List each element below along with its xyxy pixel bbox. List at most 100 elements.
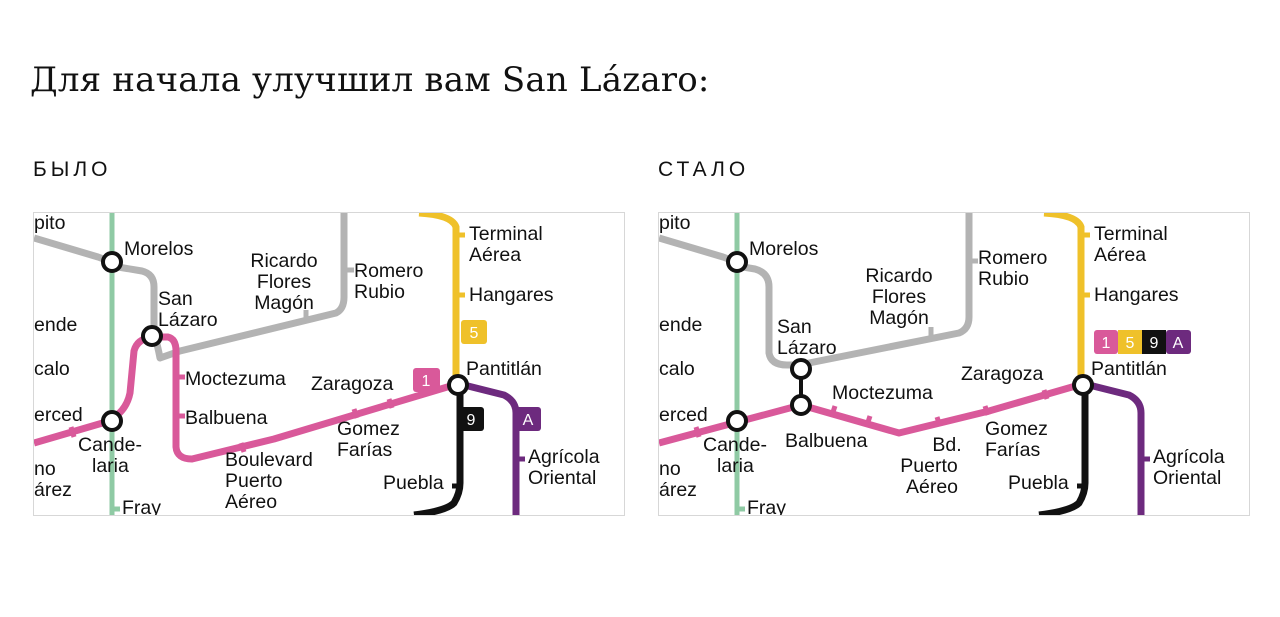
before-caption: БЫЛО xyxy=(33,158,112,181)
line9-track xyxy=(413,385,464,515)
station-terminal-2: Aérea xyxy=(469,244,521,266)
morelos-interchange xyxy=(101,251,123,273)
san-lazaro-b-interchange xyxy=(790,358,812,380)
line1-track xyxy=(34,333,456,463)
station-san-lazaro-2: Lázaro xyxy=(777,337,837,359)
station-ende: ende xyxy=(34,314,77,336)
line1-track xyxy=(659,381,1080,447)
station-balbuena: Balbuena xyxy=(785,430,868,452)
station-terminal-1: Terminal xyxy=(469,223,543,245)
station-puebla: Puebla xyxy=(1008,472,1069,494)
tick-moctezuma xyxy=(829,405,838,416)
station-moctezuma: Moctezuma xyxy=(832,382,933,404)
station-fray: Fray xyxy=(122,497,161,515)
station-bd-3: Aéreo xyxy=(906,476,958,498)
san-lazaro-interchange xyxy=(141,325,163,347)
line1-badge-label: 1 xyxy=(1102,335,1111,352)
station-gomez-1: Gomez xyxy=(337,418,400,440)
station-candelaria-1: Cande- xyxy=(703,434,767,456)
line9-badge xyxy=(1142,330,1166,354)
station-erced: erced xyxy=(34,404,83,426)
station-boulevard-1: Boulevard xyxy=(225,449,313,471)
station-no: no xyxy=(34,458,56,480)
tick-zaragoza xyxy=(1041,389,1050,400)
tick-gomez xyxy=(982,405,991,416)
station-arez: árez xyxy=(659,479,697,501)
lineA-badge xyxy=(515,407,541,431)
station-ricardo-1: Ricardo xyxy=(250,250,317,272)
line5-badge-label: 5 xyxy=(1126,335,1135,352)
line5-track xyxy=(418,213,460,377)
station-pantitlan: Pantitlán xyxy=(466,358,542,380)
station-no: no xyxy=(659,458,681,480)
tick-bd xyxy=(934,416,943,427)
tick-erced xyxy=(68,426,77,438)
station-boulevard-3: Aéreo xyxy=(225,491,277,513)
lineA-badge-label: A xyxy=(523,412,534,429)
line5-track xyxy=(1043,213,1085,377)
line1-badge xyxy=(1094,330,1118,354)
station-san-lazaro-1: San xyxy=(777,316,812,338)
station-agricola-1: Agrícola xyxy=(528,446,600,468)
station-calo: calo xyxy=(34,358,70,380)
line9-badge-label: 9 xyxy=(467,412,476,429)
station-ricardo-2: Flores xyxy=(872,286,926,308)
line9-badge xyxy=(458,407,484,431)
station-moctezuma: Moctezuma xyxy=(185,368,286,390)
tick-erced xyxy=(693,426,702,438)
station-candelaria-2: laria xyxy=(717,455,754,477)
station-candelaria-2: laria xyxy=(92,455,129,477)
tick-gomez xyxy=(351,408,360,419)
after-map: 1 5 9 A pito Morelos ende calo erced Can… xyxy=(658,212,1250,516)
station-arez: árez xyxy=(34,479,72,501)
station-gomez-2: Farías xyxy=(337,439,393,461)
station-fray: Fray xyxy=(747,497,786,515)
line5-badge xyxy=(461,320,487,344)
station-ricardo-2: Flores xyxy=(257,271,311,293)
candelaria-interchange xyxy=(101,410,123,432)
lineA-badge xyxy=(1166,330,1191,354)
san-lazaro-1-interchange xyxy=(790,394,812,416)
after-map-svg: 1 5 9 A pito Morelos ende calo erced Can… xyxy=(659,213,1225,515)
station-pito: pito xyxy=(659,213,691,234)
station-terminal-1: Terminal xyxy=(1094,223,1168,245)
pantitlan-interchange xyxy=(1072,374,1094,396)
station-calo: calo xyxy=(659,358,695,380)
station-agricola-2: Oriental xyxy=(528,467,596,489)
station-candelaria-1: Cande- xyxy=(78,434,142,456)
station-ricardo-1: Ricardo xyxy=(865,265,932,287)
station-agricola-1: Agrícola xyxy=(1153,446,1225,468)
lineA-badge-label: A xyxy=(1173,335,1184,352)
station-gomez-1: Gomez xyxy=(985,418,1048,440)
station-hangares: Hangares xyxy=(469,284,554,306)
station-romero-2: Rubio xyxy=(354,281,405,303)
station-romero-2: Rubio xyxy=(978,268,1029,290)
morelos-interchange xyxy=(726,251,748,273)
line5-badge xyxy=(1118,330,1142,354)
station-ende: ende xyxy=(659,314,702,336)
before-map: 1 5 9 A pito Morelos ende calo erced Can… xyxy=(33,212,625,516)
line5-badge-label: 5 xyxy=(470,325,479,342)
station-hangares: Hangares xyxy=(1094,284,1179,306)
station-ricardo-3: Magón xyxy=(254,292,314,314)
station-zaragoza: Zaragoza xyxy=(961,363,1044,385)
station-pantitlan: Pantitlán xyxy=(1091,358,1167,380)
tick-zaragoza xyxy=(386,398,395,409)
station-balbuena: Balbuena xyxy=(185,407,268,429)
candelaria-interchange xyxy=(726,410,748,432)
station-romero-1: Romero xyxy=(978,247,1048,269)
station-bd-1: Bd. xyxy=(932,434,961,456)
station-terminal-2: Aérea xyxy=(1094,244,1146,266)
lineA-track xyxy=(463,381,520,515)
station-agricola-2: Oriental xyxy=(1153,467,1221,489)
line9-track xyxy=(1038,385,1089,515)
lineA-track xyxy=(1088,381,1145,515)
page-title: Для начала улучшил вам San Lázaro: xyxy=(30,60,710,100)
station-san-lazaro-1: San xyxy=(158,288,193,310)
station-gomez-2: Farías xyxy=(985,439,1041,461)
before-map-svg: 1 5 9 A pito Morelos ende calo erced Can… xyxy=(34,213,600,515)
station-zaragoza: Zaragoza xyxy=(311,373,394,395)
station-bd-2: Puerto xyxy=(900,455,958,477)
station-romero-1: Romero xyxy=(354,260,424,282)
station-morelos: Morelos xyxy=(749,238,819,260)
